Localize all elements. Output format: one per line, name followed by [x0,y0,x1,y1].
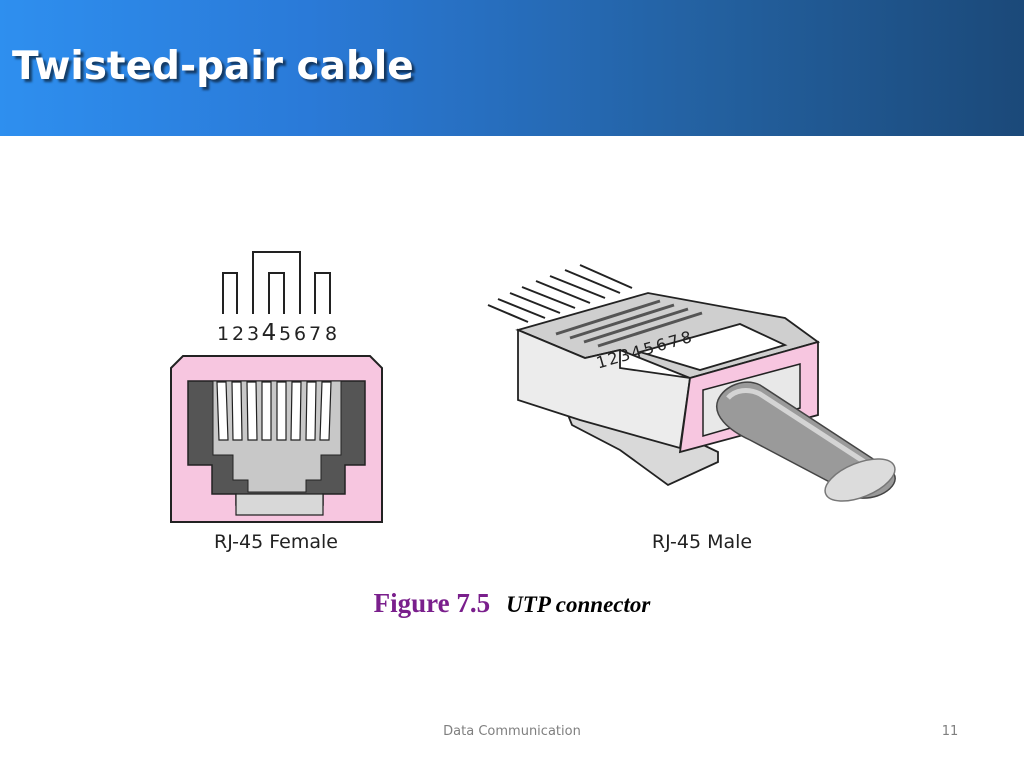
female-pin-numbers: 1 2 3 4 5 6 7 8 [217,320,337,346]
female-latch-recess [235,493,324,516]
male-pin-4: 4 [629,341,644,362]
male-pin-2: 2 [606,348,621,369]
male-pin-7: 7 [666,331,681,352]
male-pin-5: 5 [641,338,656,359]
female-pin-8: 8 [325,323,337,345]
female-label: RJ-45 Female [214,531,338,553]
rj45-male-diagram: 1 2 3 4 5 6 7 8 RJ-45 Male [487,264,896,553]
female-pin-1: 1 [217,323,229,345]
female-pin-6: 6 [294,323,306,345]
rj45-female-diagram: 1 2 3 4 5 6 7 8 RJ-45 Female [170,251,383,553]
male-wire-leads [487,264,633,323]
male-cable-end [824,458,896,502]
female-pin-7: 7 [309,323,321,345]
female-pin-4: 4 [262,320,277,346]
male-label: RJ-45 Male [652,531,752,553]
female-pin-2: 2 [232,323,244,345]
slide-title: Twisted-pair cable [12,44,414,89]
male-top-window [636,323,788,371]
title-bar: Twisted-pair cable [0,0,1024,136]
figure-caption-text: UTP connector [506,592,651,617]
male-pin-1: 1 [594,351,609,372]
slide-footer: Data Communication [443,724,581,739]
male-cable-highlight [726,388,882,475]
male-pin-numbers: 1 2 3 4 5 6 7 8 [594,327,694,372]
female-contacts [216,381,332,441]
male-pin-6: 6 [654,334,669,355]
figure-number: Figure 7.5 [373,588,491,618]
female-pin-5: 5 [279,323,291,345]
figure-caption: Figure 7.5 UTP connector [0,588,1024,619]
page-number: 11 [941,724,959,739]
male-top-grooves [555,299,703,348]
female-pin-brackets [222,251,331,314]
male-pin-3: 3 [617,345,632,366]
female-pin-3: 3 [247,323,259,345]
male-pin-8: 8 [679,327,694,348]
